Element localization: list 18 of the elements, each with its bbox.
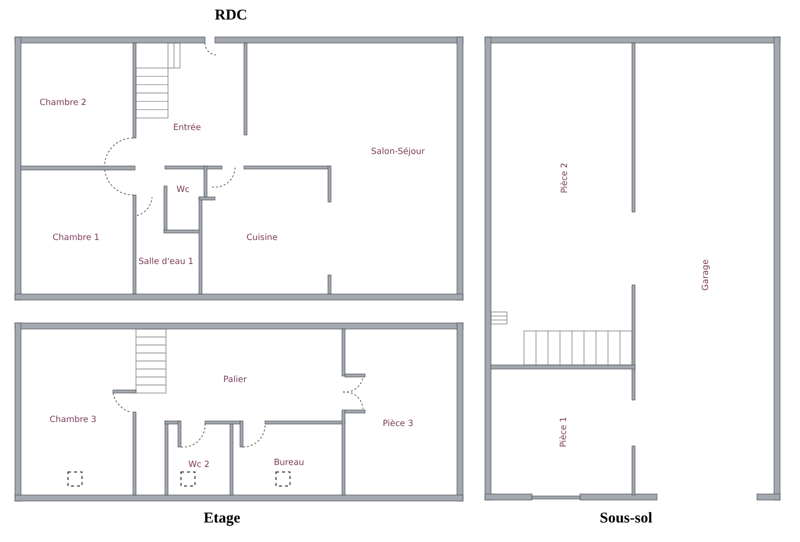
room-label: Palier bbox=[223, 375, 247, 385]
room-label: Entrée bbox=[173, 123, 201, 133]
plan-title: Sous-sol bbox=[600, 510, 652, 528]
room-label: Salle d'eau 1 bbox=[138, 257, 194, 267]
room-label: Chambre 1 bbox=[52, 233, 100, 243]
room-label: Pièce 2 bbox=[560, 162, 570, 194]
room-label: Cuisine bbox=[246, 233, 278, 243]
room-label: Garage bbox=[701, 259, 711, 291]
room-label: Salon-Séjour bbox=[371, 147, 425, 157]
plan-title: RDC bbox=[214, 8, 248, 24]
room-label: Wc 2 bbox=[188, 460, 210, 470]
room-label: Pièce 1 bbox=[559, 416, 569, 448]
room-label: Chambre 3 bbox=[50, 415, 96, 425]
room-label: Bureau bbox=[274, 458, 304, 468]
room-label: Wc bbox=[176, 185, 190, 195]
room-label: Chambre 2 bbox=[40, 98, 86, 108]
room-label: Pièce 3 bbox=[382, 419, 414, 429]
plan-title: Etage bbox=[204, 510, 240, 528]
